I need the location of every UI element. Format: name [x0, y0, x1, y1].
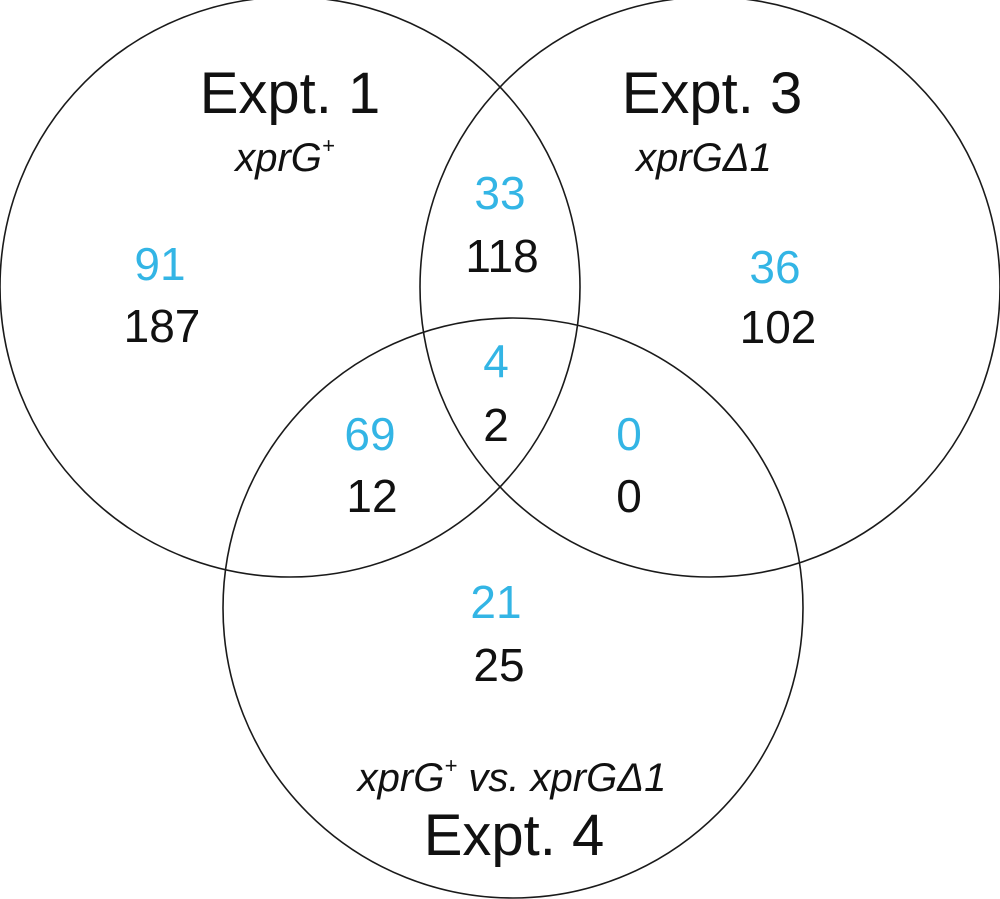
region-1-and-4-upper: 69	[344, 408, 395, 460]
region-1-and-4-lower: 12	[346, 470, 397, 522]
circle-expt3	[419, 0, 1000, 578]
expt1-subtitle-main: xprG	[233, 136, 322, 180]
expt4-title: Expt. 4	[424, 803, 605, 868]
region-only-4-lower: 25	[473, 639, 524, 691]
expt4-subtitle-b: vs. xprGΔ1	[457, 756, 666, 800]
region-3-and-4: 0 0	[616, 408, 642, 522]
region-only-1-upper: 91	[134, 238, 185, 290]
expt1-title: Expt. 1	[200, 61, 381, 126]
expt4-subtitle-sup: +	[444, 753, 457, 778]
region-3-and-4-lower: 0	[616, 470, 642, 522]
expt3-title: Expt. 3	[622, 61, 803, 126]
region-1-and-3: 33 118	[465, 167, 538, 282]
region-only-3-lower: 102	[740, 301, 817, 353]
region-only-1-lower: 187	[124, 300, 201, 352]
region-only-4: 21 25	[470, 576, 524, 691]
region-all-three: 4 2	[483, 335, 509, 451]
expt3-subtitle: xprGΔ1	[634, 136, 772, 180]
expt4-subtitle-a: xprG	[356, 756, 445, 800]
region-all-three-upper: 4	[483, 335, 509, 387]
region-3-and-4-upper: 0	[616, 408, 642, 460]
region-1-and-4: 69 12	[344, 408, 397, 522]
region-only-3-upper: 36	[749, 241, 800, 293]
circle-expt4	[222, 317, 804, 899]
region-only-1: 91 187	[124, 238, 201, 352]
region-all-three-lower: 2	[483, 399, 509, 451]
region-only-3: 36 102	[740, 241, 817, 353]
expt4-subtitle: xprG+ vs. xprGΔ1	[356, 753, 667, 800]
expt1-subtitle-sup: +	[322, 133, 335, 158]
circle-expt1	[0, 0, 581, 578]
expt1-subtitle: xprG+	[233, 133, 335, 180]
region-1-and-3-lower: 118	[465, 230, 538, 282]
region-1-and-3-upper: 33	[474, 167, 525, 219]
region-only-4-upper: 21	[470, 576, 521, 628]
